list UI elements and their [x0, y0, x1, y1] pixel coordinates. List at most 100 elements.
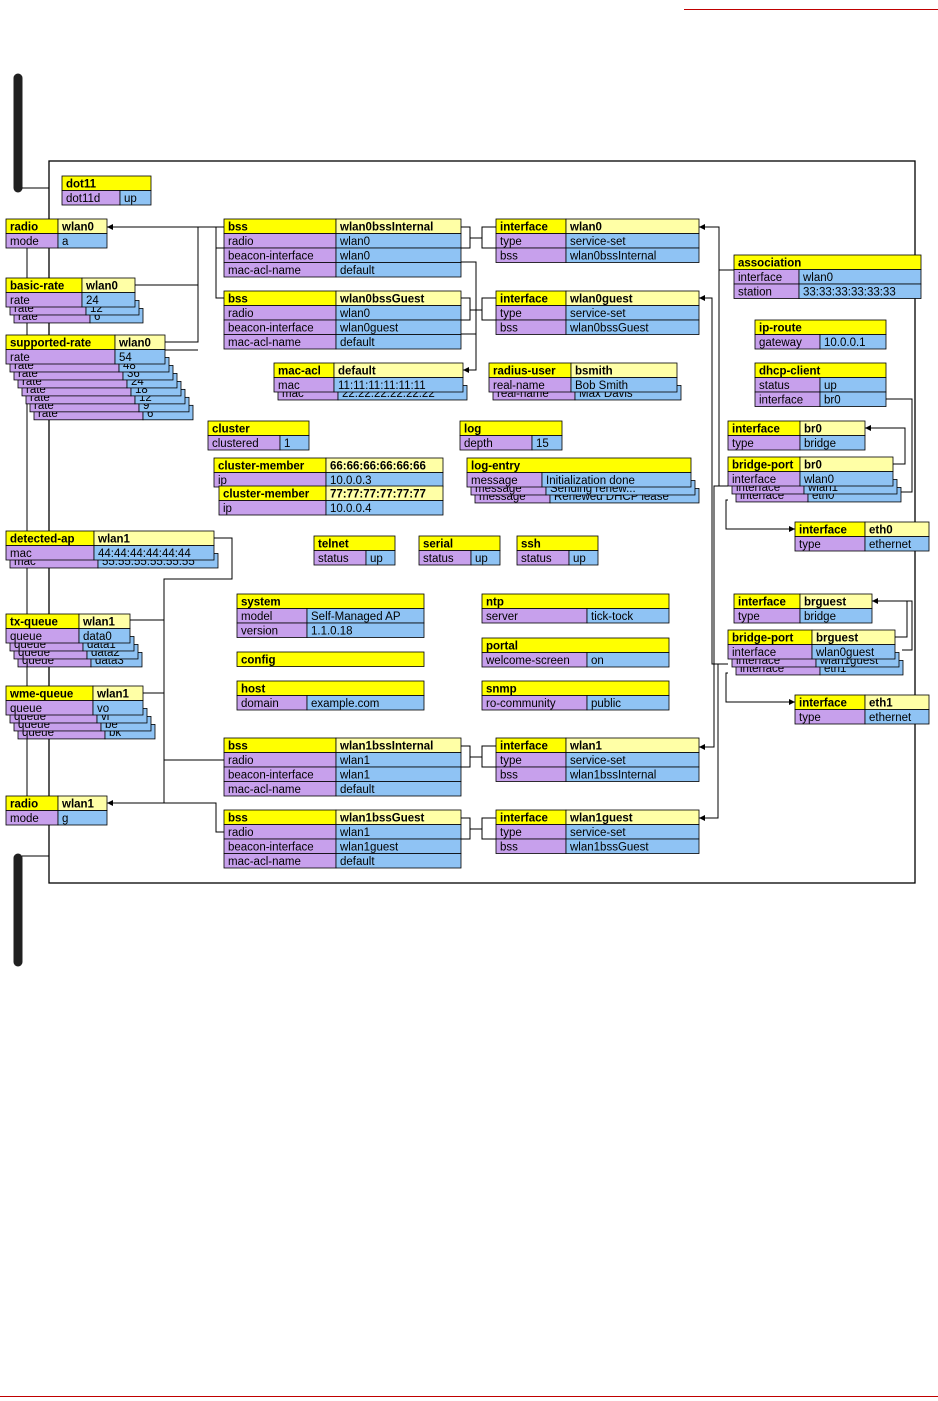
- field-value: up: [573, 553, 586, 565]
- field-label: bss: [500, 842, 518, 854]
- field-value: example.com: [311, 698, 379, 710]
- table-name: wlan1guest: [569, 813, 633, 825]
- value-cell: [864, 709, 930, 725]
- table-type: interface: [738, 597, 786, 609]
- field-label: bss: [500, 770, 518, 782]
- bss0g-if-link: [461, 297, 496, 321]
- chassis-links: [22, 187, 49, 857]
- br0-refs: [865, 398, 913, 493]
- field-label: mac-acl-name: [228, 856, 301, 868]
- field-label: mac: [10, 548, 32, 560]
- table-type: detected-ap: [10, 534, 75, 546]
- radio-wlan0-refs: [107, 226, 224, 299]
- field-label: mode: [10, 236, 39, 248]
- value-cell: [333, 377, 464, 393]
- table-name: wlan0: [61, 222, 94, 234]
- field-label: radio: [228, 236, 254, 248]
- field-label: mac: [278, 380, 300, 392]
- field-label: rate: [10, 295, 30, 307]
- table-type: telnet: [318, 539, 349, 551]
- table-type: association: [738, 258, 801, 270]
- bridge-wlan-refs: [699, 226, 728, 748]
- field-value: default: [340, 856, 375, 868]
- field-value: 6: [94, 311, 100, 323]
- field-label: queue: [10, 703, 42, 715]
- field-value: 1.1.0.18: [311, 626, 353, 638]
- table-name: brguest: [804, 597, 846, 609]
- field-value: wlan0: [803, 474, 834, 486]
- wlan1-arrow: [699, 744, 705, 750]
- field-value: br0: [824, 395, 841, 407]
- wlan0guest-arrow: [699, 295, 705, 301]
- field-cell: [213, 472, 327, 488]
- table-type: ssh: [521, 539, 541, 551]
- field-label: clustered: [212, 438, 259, 450]
- table-type: ntp: [486, 597, 504, 609]
- field-value: wlan0guest: [815, 647, 875, 659]
- field-value: wlan0bssGuest: [569, 323, 649, 335]
- table-type: snmp: [486, 684, 517, 696]
- eth0-arrow: [789, 526, 795, 532]
- field-value: up: [370, 553, 383, 565]
- field-label: interface: [738, 272, 782, 284]
- field-value: g: [62, 813, 68, 825]
- value-cell: [335, 334, 462, 350]
- field-label: status: [318, 553, 349, 565]
- table-type: log-entry: [471, 461, 521, 473]
- table-name: bsmith: [575, 366, 613, 378]
- value-cell: [365, 550, 396, 566]
- field-value: a: [62, 236, 69, 248]
- field-value: Self-Managed AP: [311, 611, 401, 623]
- value-cell: [568, 550, 599, 566]
- field-value: tick-tock: [591, 611, 633, 623]
- table-type: interface: [500, 222, 548, 234]
- table-type: mac-acl: [278, 366, 321, 378]
- field-value: 24: [86, 295, 99, 307]
- table-type: bss: [228, 741, 248, 753]
- frame-layer: [13, 73, 916, 967]
- field-value: 15: [536, 438, 549, 450]
- table-type: bss: [228, 294, 248, 306]
- table-name: br0: [804, 424, 822, 436]
- field-value: public: [591, 698, 621, 710]
- eth1-ref: [725, 672, 795, 703]
- field-value: up: [475, 553, 488, 565]
- wlan1-child-refs: [130, 537, 233, 803]
- field-value: default: [340, 784, 375, 796]
- value-cell: [565, 247, 700, 263]
- value-cell: [565, 319, 700, 335]
- field-label: type: [500, 755, 522, 767]
- table-type: supported-rate: [10, 338, 91, 350]
- field-label: version: [241, 626, 278, 638]
- table-name: wlan1bssInternal: [339, 741, 433, 753]
- value-cell: [306, 695, 425, 711]
- table-name: 77:77:77:77:77:77: [330, 489, 426, 501]
- table-name: wlan0bssInternal: [339, 222, 433, 234]
- value-cell: [306, 622, 425, 638]
- field-value: service-set: [570, 236, 626, 248]
- table-name: wlan0: [118, 338, 151, 350]
- radio-wlan0-arrow: [107, 224, 113, 230]
- field-label: interface: [759, 395, 803, 407]
- table-config: config: [236, 651, 425, 667]
- table-type: serial: [423, 539, 453, 551]
- table-name: br0: [804, 460, 822, 472]
- value-cell: [586, 652, 670, 668]
- field-value: ethernet: [869, 712, 912, 724]
